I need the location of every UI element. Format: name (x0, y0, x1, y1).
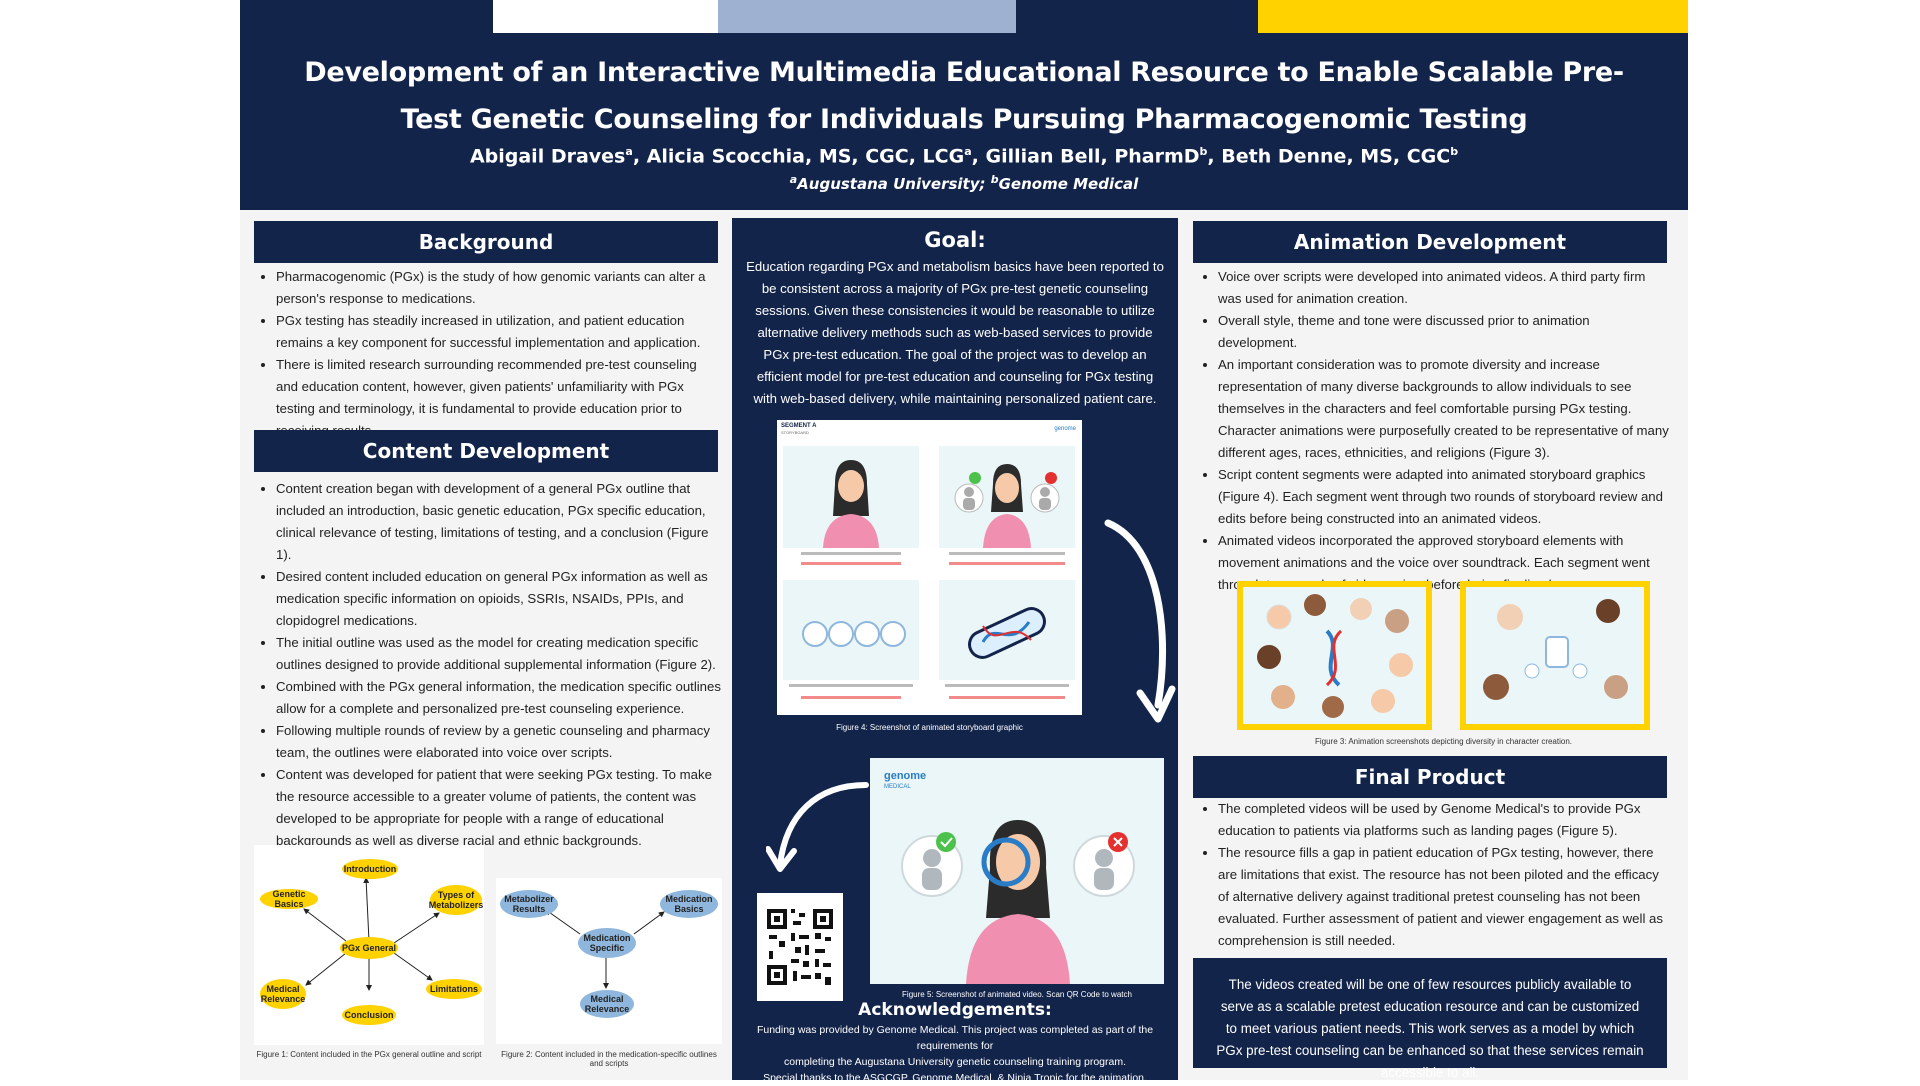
storyboard-voiceover-text (949, 552, 1065, 555)
acknowledgements-line: completing the Augustana University gene… (783, 1056, 1127, 1068)
diagram-node-center: PGx General (340, 937, 398, 959)
qr-code[interactable] (757, 893, 843, 1001)
bullet-item: Script content segments were adapted int… (1218, 464, 1670, 530)
woman-checkmark-x-icon (954, 464, 1060, 548)
figure-1-caption: Figure 1: Content included in the PGx ge… (256, 1050, 482, 1059)
figure-3-caption: Figure 3: Animation screenshots depictin… (1314, 737, 1572, 746)
background-body: Pharmacogenomic (PGx) is the study of ho… (256, 266, 722, 442)
diagram-node: Types of Metabolizers (429, 885, 483, 915)
bullet-item: Following multiple rounds of review by a… (276, 720, 722, 764)
content-development-heading: Content Development (254, 430, 718, 472)
animation-development-heading: Animation Development (1193, 221, 1667, 263)
top-strip-navy-left (240, 0, 493, 33)
acknowledgements-line: Funding was provided by Genome Medical. … (756, 1024, 1154, 1052)
bullet-item: The resource fills a gap in patient educ… (1218, 842, 1670, 952)
poster-header: Development of an Interactive Multimedia… (240, 33, 1688, 210)
content-development-body: Content creation began with development … (256, 478, 722, 852)
storyboard-direction-text (949, 696, 1065, 699)
storyboard-voiceover-text (789, 684, 913, 687)
diagram-node: Genetic Basics (260, 889, 318, 909)
author-name: Alicia Scocchia, MS, CGC, LCG (646, 145, 965, 168)
storyboard-frame (783, 446, 919, 548)
bullet-item: Voice over scripts were developed into a… (1218, 266, 1670, 310)
acknowledgements-line: Special thanks to the ASGCGP, Genome Med… (763, 1072, 1147, 1084)
video-screenshot: genome MEDICAL (870, 758, 1164, 984)
diagram-node: Medical Relevance (260, 979, 306, 1009)
storyboard-graphic: SEGMENT A STORYBOARD genome (777, 420, 1082, 715)
genome-logo: genome (1054, 426, 1076, 432)
storyboard-voiceover-text (945, 684, 1069, 687)
figure-4-caption: Figure 4: Screenshot of animated storybo… (836, 723, 1023, 732)
figure-1-diagram: PGx General Introduction Types of Metabo… (254, 845, 484, 1045)
storyboard-frame (939, 580, 1075, 680)
goal-heading: Goal: (924, 228, 986, 252)
woman-character-icon (823, 460, 879, 548)
goal-text: Education regarding PGx and metabolism b… (746, 259, 1164, 406)
poster-title: Development of an Interactive Multimedia… (304, 57, 1624, 135)
final-product-body: The completed videos will be used by Gen… (1198, 798, 1670, 952)
top-strip-yellow (1258, 0, 1688, 33)
bullet-item: Content was developed for patient that w… (276, 764, 722, 852)
bullet-item: Overall style, theme and tone were discu… (1218, 310, 1670, 354)
author-name: Abigail Draves (469, 145, 626, 168)
diagram-node-center: Medication Specific (578, 928, 636, 958)
pills-icon (802, 621, 906, 647)
figure-2-caption: Figure 2: Content included in the medica… (501, 1050, 717, 1068)
storyboard-frame (939, 446, 1075, 548)
diverse-characters-pills-icon (1483, 599, 1628, 700)
author-name: Beth Denne, MS, CGC (1221, 145, 1451, 168)
storyboard-direction-text (949, 562, 1065, 565)
qr-code-icon (765, 907, 835, 987)
dna-capsule-icon (968, 607, 1046, 659)
bullet-item: Pharmacogenomic (PGx) is the study of ho… (276, 266, 722, 310)
storyboard-direction-text (801, 696, 901, 699)
figure-1-arrows (303, 877, 440, 991)
top-strip-white (493, 0, 718, 33)
diagram-node: Medical Relevance (580, 990, 634, 1018)
figure-5-caption: Figure 5: Screenshot of animated video. … (902, 990, 1132, 999)
curved-arrow-left-icon (766, 782, 869, 872)
final-product-heading: Final Product (1193, 756, 1667, 798)
conclusion-text: The videos created will be one of few re… (1216, 977, 1644, 1080)
bullet-item: The completed videos will be used by Gen… (1218, 798, 1670, 842)
background-heading: Background (254, 221, 718, 263)
diagram-node: Limitations (426, 979, 482, 999)
genome-medical-logo-sub: MEDICAL (884, 784, 911, 790)
diagram-node: Medication Basics (660, 890, 718, 918)
conclusion-box: The videos created will be one of few re… (1193, 958, 1667, 1080)
bullet-item: The initial outline was used as the mode… (276, 632, 722, 676)
affiliations: aAugustana University; bGenome Medical (789, 173, 1139, 194)
top-strip-navy-mid (1016, 0, 1258, 33)
diversity-screenshot (1237, 581, 1432, 730)
storyboard-label: SEGMENT A (781, 423, 817, 429)
genome-medical-logo: genome (884, 770, 927, 782)
storyboard-sublabel: STORYBOARD (781, 430, 809, 435)
figure-2-diagram: Medication Specific Metabolizer Results … (496, 878, 722, 1044)
diagram-node: Metabolizer Results (500, 890, 558, 918)
bullet-item: PGx testing has steadily increased in ut… (276, 310, 722, 354)
bullet-item: An important consideration was to promot… (1218, 354, 1670, 464)
woman-magnifier-icon (901, 820, 1135, 984)
bullet-item: There is limited research surrounding re… (276, 354, 722, 442)
diverse-characters-dna-icon (1257, 594, 1413, 718)
storyboard-voiceover-text (801, 552, 901, 555)
diagram-node: Introduction (342, 859, 398, 879)
top-strip-slate (718, 0, 1016, 33)
storyboard-direction-text (801, 562, 901, 565)
acknowledgements-heading: Acknowledgements: (858, 1000, 1052, 1020)
bullet-item: Combined with the PGx general informatio… (276, 676, 722, 720)
storyboard-frame (783, 580, 919, 680)
acknowledgements: Acknowledgements: Funding was provided b… (732, 1000, 1178, 1086)
animation-development-body: Voice over scripts were developed into a… (1198, 266, 1670, 596)
diversity-screenshot (1460, 581, 1650, 730)
bullet-item: Content creation began with development … (276, 478, 722, 566)
curved-arrow-down-icon (1104, 519, 1176, 723)
figure-2-arrows (545, 909, 665, 989)
author-name: Gillian Bell, PharmD (985, 145, 1200, 168)
author-list: Abigail Dravesa, Alicia Scocchia, MS, CG… (469, 145, 1459, 168)
diagram-node: Conclusion (342, 1005, 396, 1025)
bullet-item: Desired content included education on ge… (276, 566, 722, 632)
